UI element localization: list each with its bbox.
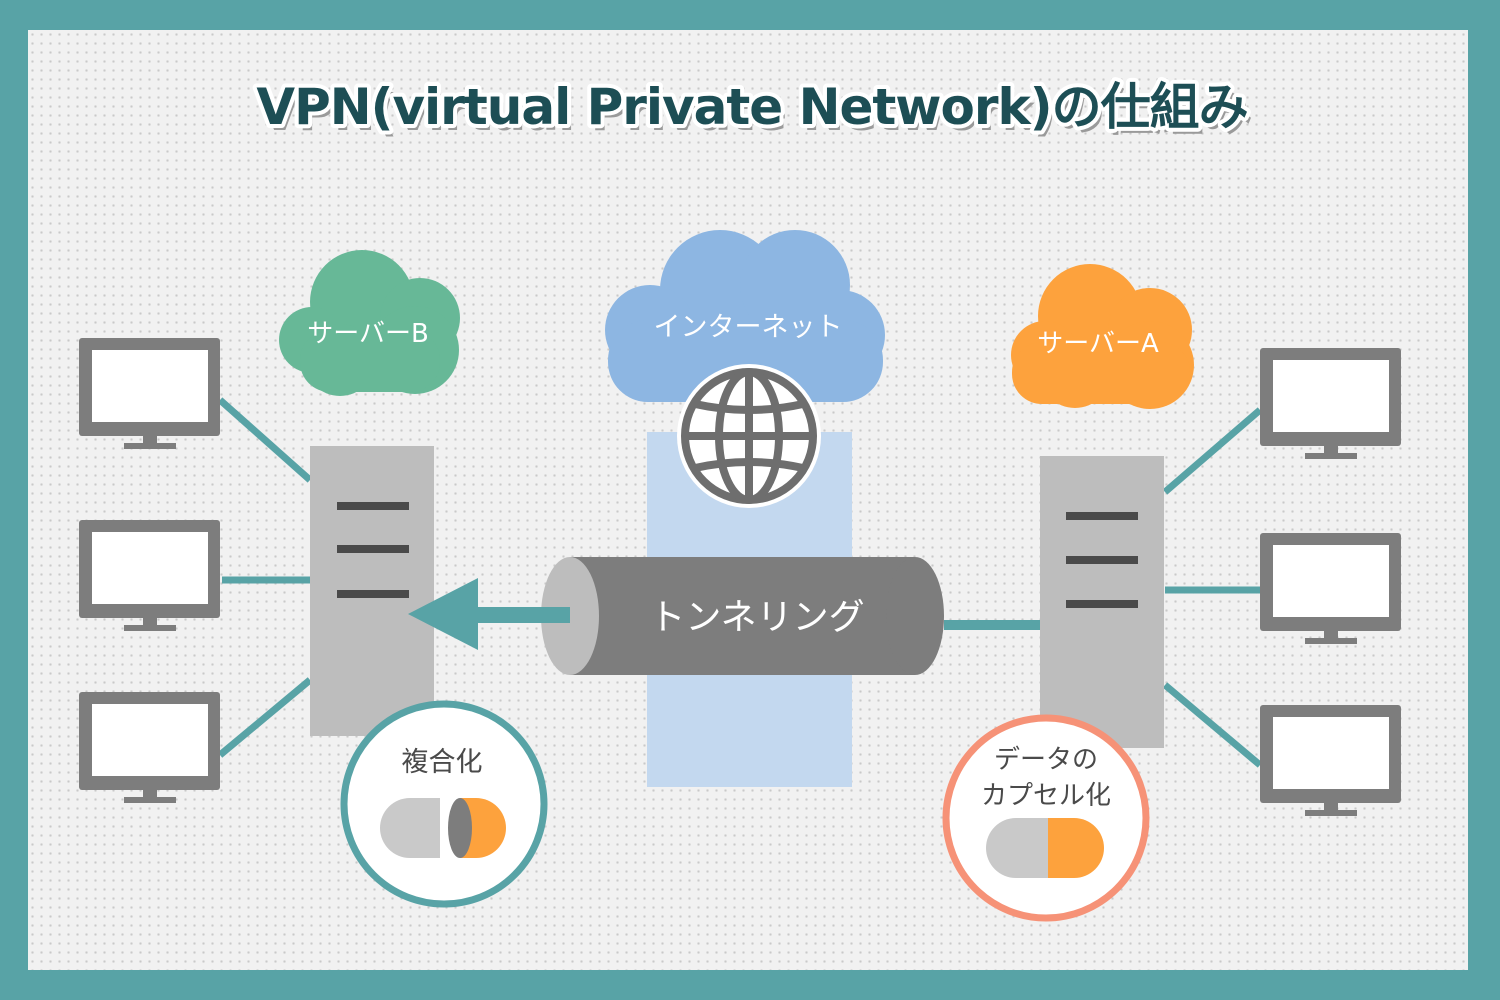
connector-left-bottom <box>217 677 313 758</box>
page-title: VPN(virtual Private Network)の仕組み VPN(vir… <box>252 74 1252 142</box>
connector-left-top <box>217 397 313 483</box>
monitor-right-1 <box>1260 348 1401 459</box>
left-connectors <box>217 397 313 758</box>
right-connectors <box>1162 407 1263 768</box>
connector-right-bottom <box>1162 682 1263 768</box>
badge-encapsulation-label-line2: カプセル化 <box>981 781 1111 811</box>
cloud-internet: インターネット <box>605 230 885 420</box>
capsule-split-icon <box>380 798 506 858</box>
monitor-left-2 <box>79 520 220 631</box>
cloud-internet-label: インターネット <box>654 312 843 343</box>
cloud-server-b: サーバーB <box>279 250 460 396</box>
connector-right-top <box>1162 407 1263 495</box>
monitor-right-3 <box>1260 705 1401 816</box>
monitor-left-1 <box>79 338 220 449</box>
badge-encapsulation: データの カプセル化 <box>942 714 1150 922</box>
server-a-tower <box>1040 456 1164 748</box>
cloud-server-b-label: サーバーB <box>307 319 429 349</box>
title-text: VPN(virtual Private Network)の仕組み <box>256 78 1247 136</box>
title-shadow: VPN(virtual Private Network)の仕組み <box>260 84 1251 142</box>
badge-encapsulation-label-line1: データの <box>994 745 1098 775</box>
badge-multiplex-label: 複合化 <box>402 747 483 778</box>
badge-multiplex: 複合化 <box>340 700 548 908</box>
title-outline: VPN(virtual Private Network)の仕組み <box>256 78 1247 136</box>
tunnel-label: トンネリング <box>649 597 864 638</box>
server-b-tower <box>310 446 434 736</box>
cloud-server-a-label: サーバーA <box>1037 329 1159 359</box>
monitor-right-2 <box>1260 533 1401 644</box>
monitor-left-3 <box>79 692 220 803</box>
cloud-server-a: サーバーA <box>1011 264 1194 409</box>
arrow-icon <box>408 578 570 650</box>
tunnel: トンネリング <box>541 557 944 675</box>
capsule-icon <box>986 818 1104 878</box>
globe-icon <box>677 364 821 508</box>
